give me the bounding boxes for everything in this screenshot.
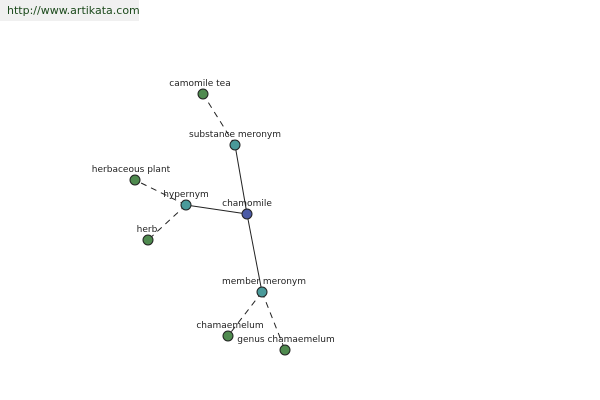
node-herb[interactable] [142, 234, 154, 246]
edge-center-hypernym [185, 204, 248, 215]
node-chamomile[interactable] [241, 208, 253, 220]
edge-center-member [246, 213, 263, 293]
label-herb: herb [137, 225, 158, 235]
edge-center-substance [234, 144, 248, 215]
url-bar: http://www.artikata.com [0, 0, 140, 21]
label-hypernym: hypernym [163, 190, 209, 200]
node-genus-chamaemelum[interactable] [279, 344, 291, 356]
edge-hypernym-herbaceous [134, 179, 187, 206]
node-camomile-tea[interactable] [197, 88, 209, 100]
node-herbaceous-plant[interactable] [129, 174, 141, 186]
edge-member-chamaemelum [227, 291, 263, 337]
node-chamaemelum[interactable] [222, 330, 234, 342]
node-member-meronym[interactable] [256, 286, 268, 298]
site-url[interactable]: http://www.artikata.com [7, 4, 140, 17]
label-chamomile: chamomile [222, 199, 272, 209]
label-chamaemelum: chamaemelum [196, 321, 263, 331]
label-member-meronym: member meronym [222, 277, 306, 287]
label-substance-meronym: substance meronym [189, 130, 281, 140]
label-herbaceous-plant: herbaceous plant [92, 165, 171, 175]
label-camomile-tea: camomile tea [169, 79, 230, 89]
label-genus-chamaemelum: genus chamaemelum [237, 335, 334, 345]
edge-hypernym-herb [147, 204, 187, 241]
node-substance-meronym[interactable] [229, 139, 241, 151]
node-hypernym[interactable] [180, 199, 192, 211]
